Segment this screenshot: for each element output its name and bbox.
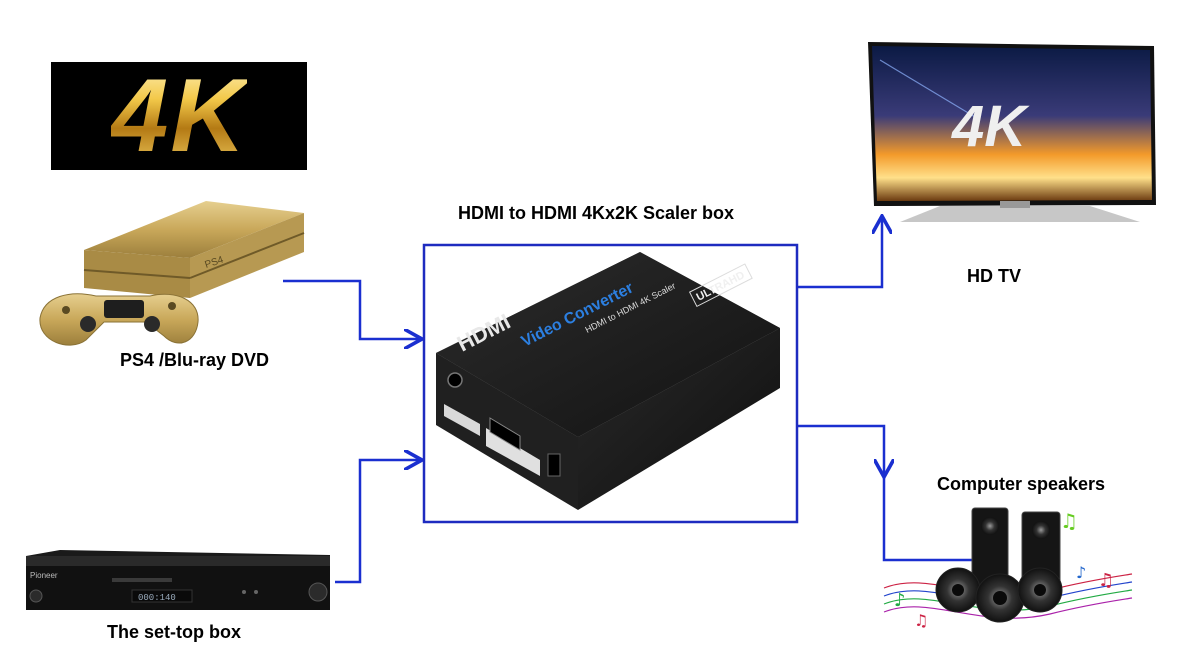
svg-text:♪: ♪	[1076, 563, 1086, 582]
connector-speakers-line	[882, 478, 975, 562]
svg-text:♫: ♫	[1060, 509, 1078, 533]
connector-lines	[283, 218, 975, 584]
logo-4k: 4K	[51, 58, 307, 174]
label-computer-speakers: Computer speakers	[937, 474, 1106, 494]
label-ps4-bluray: PS4 /Blu-ray DVD	[120, 350, 270, 370]
connector-box-to-speakers	[798, 424, 884, 475]
player-display-text: 000:140	[138, 593, 176, 603]
svg-text:♪: ♪	[894, 590, 906, 611]
hd-tv-image: 4K	[868, 42, 1156, 222]
label-settop-box: The set-top box	[107, 622, 241, 642]
scaler-device-image: HDMI Video Converter HDMI to HDMI 4K Sca…	[436, 252, 780, 510]
game-controller-image	[39, 293, 199, 346]
logo-4k-text: 4K	[110, 57, 248, 174]
ps4-console-image: PS4	[83, 201, 305, 298]
label-hd-tv: HD TV	[967, 266, 1021, 286]
svg-text:♫: ♫	[914, 611, 928, 630]
player-brand-text: Pioneer	[30, 571, 58, 580]
svg-text:♫: ♫	[1098, 570, 1114, 591]
connector-settop-to-box	[335, 460, 420, 584]
diagram-title: HDMI to HDMI 4Kx2K Scaler box	[458, 203, 735, 223]
scaler-box-frame	[422, 243, 799, 524]
settop-box-image: 000:140 Pioneer	[26, 550, 330, 610]
connector-ps4-to-box	[283, 279, 420, 339]
computer-speakers-image: ♪ ♫ ♪ ♫ ♫	[883, 507, 1133, 630]
connector-box-to-tv	[798, 218, 882, 289]
tv-screen-logo: 4K	[951, 94, 1030, 159]
